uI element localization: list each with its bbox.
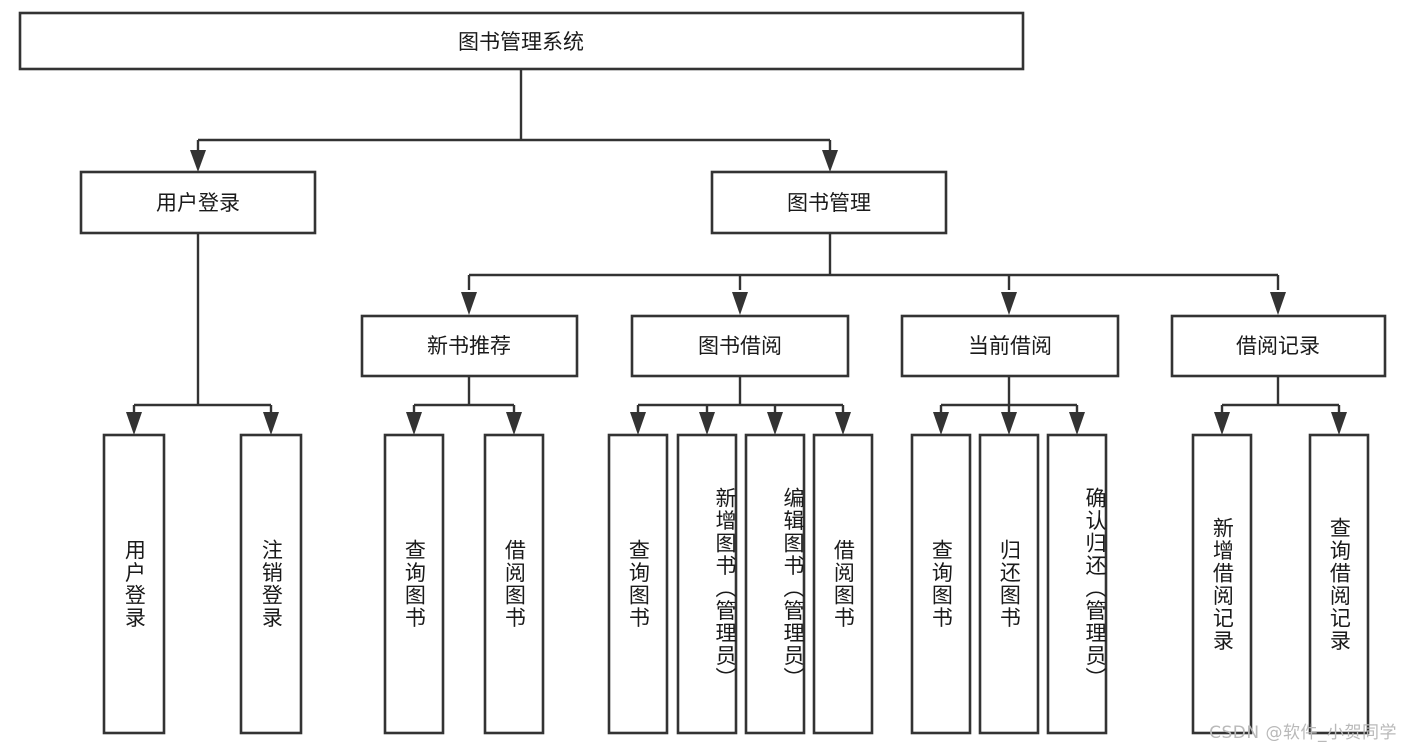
connector-currentborrow-to-leaves [933, 376, 1085, 435]
leaf-box-logout-login[interactable] [239, 433, 303, 735]
node-root[interactable]: 图书管理系统 [18, 11, 1025, 71]
connector-bookborrow-to-leaves [630, 376, 851, 435]
leaf-box-borrow-book-1[interactable] [483, 433, 545, 735]
node-current-borrow-label: 当前借阅 [968, 334, 1052, 358]
leaf-box-edit-book[interactable] [744, 433, 806, 735]
node-borrow-record-label: 借阅记录 [1236, 334, 1320, 358]
node-book-management[interactable]: 图书管理 [710, 170, 948, 235]
leaf-box-user-login[interactable] [102, 433, 166, 735]
connector-bookmgmt-to-level3 [461, 233, 1286, 315]
node-book-borrow[interactable]: 图书借阅 [630, 314, 850, 378]
node-borrow-record[interactable]: 借阅记录 [1170, 314, 1387, 378]
connector-borrowrecord-to-leaves [1214, 376, 1347, 435]
leaf-box-query-book-3[interactable] [910, 433, 972, 735]
node-book-management-label: 图书管理 [787, 191, 871, 215]
leaf-box-return-book[interactable] [978, 433, 1040, 735]
connector-userlogin-to-leaves [126, 233, 279, 435]
node-root-label: 图书管理系统 [458, 30, 584, 54]
node-book-borrow-label: 图书借阅 [698, 334, 782, 358]
node-user-login-label: 用户登录 [156, 191, 240, 215]
leaf-box-add-book[interactable] [676, 433, 738, 735]
leaf-box-add-record[interactable] [1191, 433, 1253, 735]
node-user-login[interactable]: 用户登录 [79, 170, 317, 235]
leaf-box-confirm-return[interactable] [1046, 433, 1108, 735]
leaf-box-query-record[interactable] [1308, 433, 1370, 735]
leaf-box-query-book-2[interactable] [607, 433, 669, 735]
connector-newbook-to-leaves [406, 376, 522, 435]
connector-root-to-level2 [190, 69, 838, 172]
node-new-book-recommend-label: 新书推荐 [427, 334, 511, 358]
csdn-watermark: CSDN @软件_小贺同学 [1209, 723, 1397, 743]
leaf-box-borrow-book-2[interactable] [812, 433, 874, 735]
leaf-box-query-book-1[interactable] [383, 433, 445, 735]
node-new-book-recommend[interactable]: 新书推荐 [360, 314, 579, 378]
node-current-borrow[interactable]: 当前借阅 [900, 314, 1120, 378]
